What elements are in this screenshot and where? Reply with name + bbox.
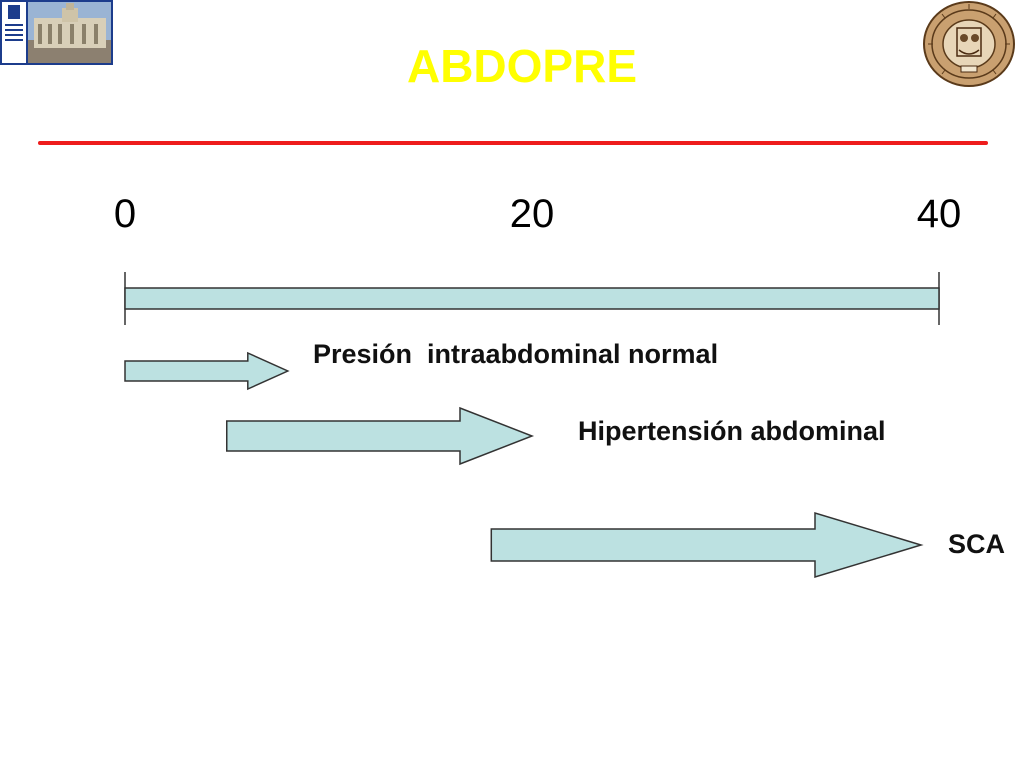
hypertension-arrow xyxy=(226,406,535,466)
title-divider xyxy=(38,141,988,145)
scale-tick-label-20: 20 xyxy=(509,192,555,236)
scale-tick-label-0: 0 xyxy=(113,192,137,236)
slide-title: ABDOPRE xyxy=(406,40,638,92)
hypertension-label: Hipertensión abdominal xyxy=(578,416,886,446)
sca-label: SCA xyxy=(948,529,1006,559)
normal-pressure-label: Presión intraabdominal normal xyxy=(313,339,719,369)
scale-tick-label-40: 40 xyxy=(916,192,962,236)
sca-arrow xyxy=(490,511,924,579)
normal-pressure-arrow xyxy=(124,351,290,391)
faculty-medicine-seal-logo xyxy=(922,0,1016,88)
pressure-scale-bar xyxy=(124,287,940,310)
university-building-logo xyxy=(0,0,113,65)
